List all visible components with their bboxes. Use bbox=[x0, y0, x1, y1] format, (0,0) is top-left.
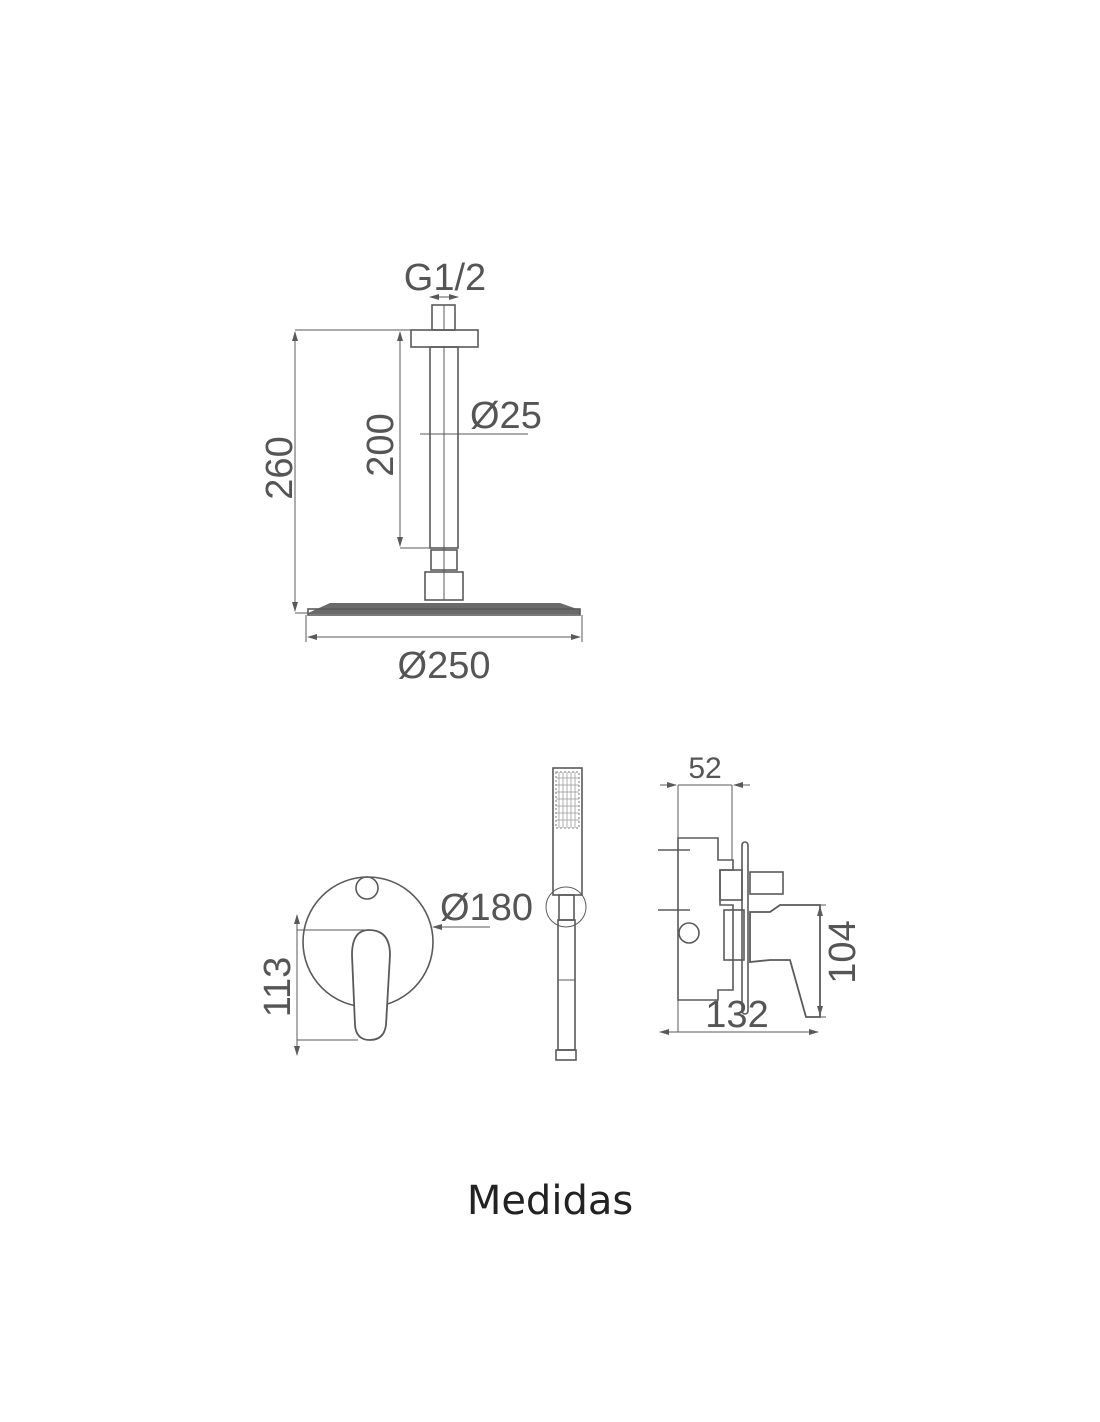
mixer-plate-drawing: 113 Ø180 bbox=[257, 876, 533, 1056]
handle-height-label: 104 bbox=[822, 920, 864, 983]
total-height-label: 260 bbox=[259, 436, 301, 499]
total-depth-label: 132 bbox=[705, 994, 768, 1036]
plate-diameter-label: Ø180 bbox=[440, 887, 533, 929]
caption-title: Medidas bbox=[466, 1178, 634, 1224]
valve-side-drawing: 52 104 132 bbox=[658, 752, 864, 1036]
hand-shower-drawing bbox=[545, 767, 587, 1061]
head-diameter-label: Ø250 bbox=[398, 645, 491, 687]
overhead-shower-drawing: 260 200 Ø25 G1/2 Ø250 bbox=[259, 257, 583, 687]
arm-diameter-label: Ø25 bbox=[470, 395, 542, 437]
depth-label: 52 bbox=[688, 752, 721, 785]
arm-length-label: 200 bbox=[360, 413, 402, 476]
thread-label: G1/2 bbox=[404, 257, 486, 299]
mixer-height-label: 113 bbox=[257, 957, 299, 1018]
